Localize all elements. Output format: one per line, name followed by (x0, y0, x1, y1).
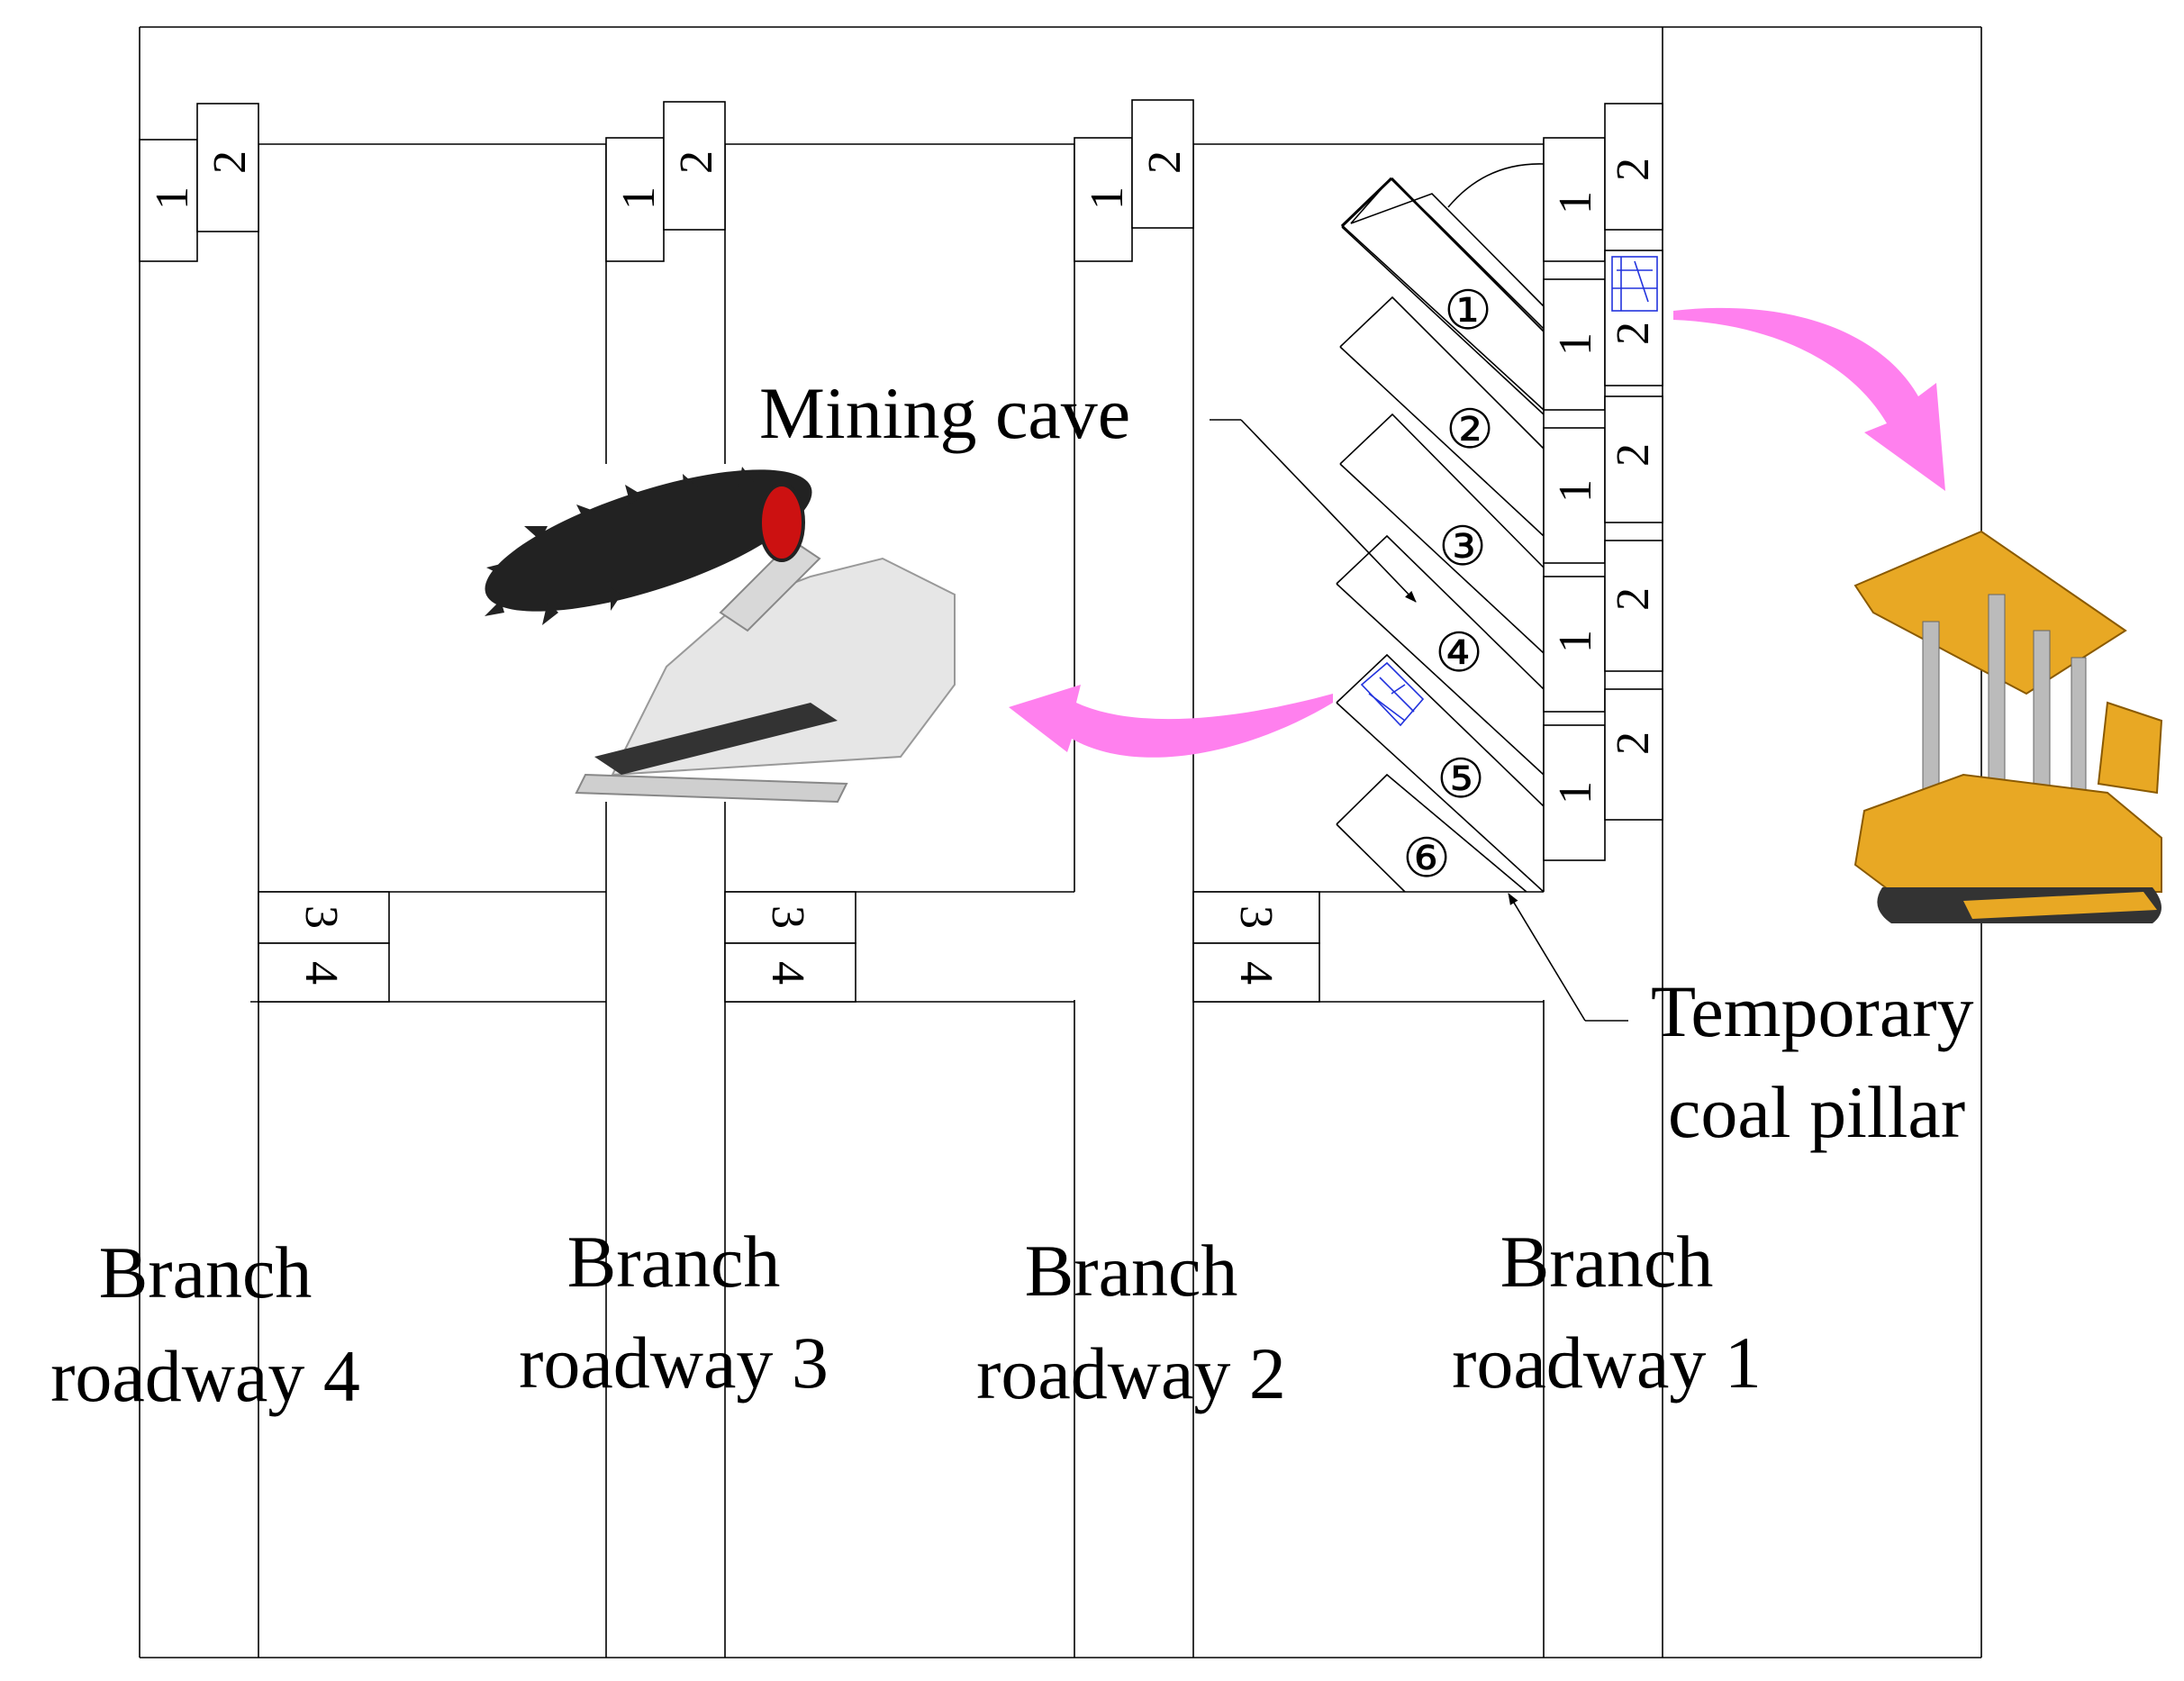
branch-1-line2: roadway 1 (1452, 1322, 1762, 1404)
branch-2-line1: Branch (1025, 1230, 1238, 1312)
cave-label-2: ② (1445, 400, 1494, 459)
marker-1: 1 (1082, 186, 1133, 210)
branch-1-line1: Branch (1500, 1221, 1714, 1303)
marker-2: 2 (1608, 731, 1659, 755)
marker-2: 2 (1608, 443, 1659, 467)
marker-2: 2 (1608, 587, 1659, 611)
marker-2: 2 (671, 150, 722, 174)
marker-1: 1 (1550, 630, 1601, 653)
marker-4: 4 (1230, 961, 1282, 985)
mobile-roof-support-icon (1853, 530, 2163, 923)
text-labels: Mining cave Temporary coal pillar Branch… (50, 372, 1973, 1417)
marker-2: 2 (1608, 158, 1659, 181)
support-markers-crosscut: 3 4 3 4 3 4 (258, 891, 1320, 1003)
marker-3: 3 (762, 905, 813, 929)
cave-label-1: ① (1444, 281, 1492, 341)
branch-4-line2: roadway 4 (50, 1335, 360, 1417)
branch-2-line2: roadway 2 (976, 1332, 1286, 1414)
marker-3: 3 (295, 905, 347, 929)
marker-2: 2 (1608, 322, 1659, 345)
support-markers-top: 1 2 1 2 1 2 (139, 99, 1194, 262)
marker-1: 1 (613, 186, 665, 210)
cave-label-6: ⑥ (1402, 829, 1451, 888)
cave-label-4: ④ (1435, 623, 1483, 683)
marker-4: 4 (762, 961, 813, 985)
temporary-label-line2: coal pillar (1668, 1071, 1965, 1153)
marker-4: 4 (295, 961, 347, 985)
branch-3-line2: roadway 3 (519, 1322, 829, 1404)
equipment-symbol-icon (1360, 256, 1658, 727)
marker-3: 3 (1230, 905, 1282, 929)
temporary-label-line1: Temporary (1651, 970, 1974, 1052)
arrow-to-miner (1009, 685, 1333, 758)
marker-2: 2 (204, 150, 256, 174)
marker-1: 1 (147, 186, 198, 210)
marker-1: 1 (1550, 781, 1601, 804)
marker-1: 1 (1550, 479, 1601, 503)
branch-4-line1: Branch (99, 1231, 313, 1313)
flow-arrows (1009, 307, 1945, 758)
support-markers-branch1: 1 2 1 2 1 2 1 2 1 2 (1543, 103, 1663, 861)
cave-label-5: ⑤ (1436, 750, 1485, 809)
marker-1: 1 (1550, 332, 1601, 356)
cave-label-3: ③ (1438, 517, 1487, 577)
mining-cave-label: Mining cave (759, 372, 1130, 454)
marker-1: 1 (1550, 191, 1601, 214)
arrow-to-support (1673, 307, 1945, 491)
marker-2: 2 (1139, 150, 1191, 174)
continuous-miner-icon (477, 464, 973, 804)
branch-3-line1: Branch (567, 1221, 781, 1303)
leader-lines (1210, 419, 1628, 1022)
mining-caves: ① ② ③ ④ ⑤ ⑥ (1336, 163, 1545, 893)
